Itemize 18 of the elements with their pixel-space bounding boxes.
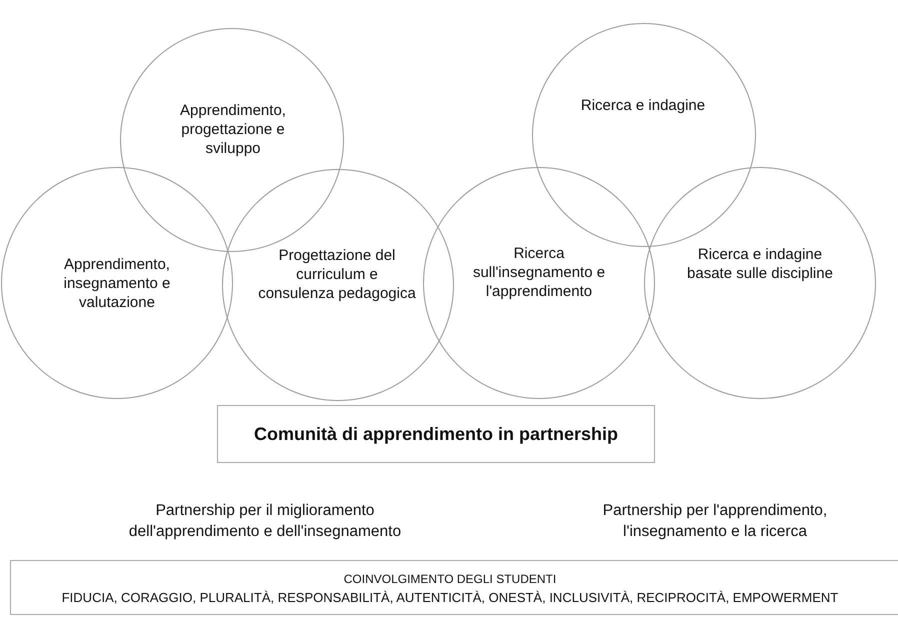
circle-label: Apprendimento, insegnamento e valutazione — [62, 255, 172, 312]
footer-heading: COINVOLGIMENTO DEGLI STUDENTI — [342, 571, 558, 588]
venn-circle — [644, 167, 876, 399]
caption-text: Partnership per il miglioramento dell'apprendimento e dell'insegnamento — [128, 501, 402, 542]
venn-circle — [1, 167, 233, 399]
venn-circle — [423, 167, 655, 399]
circle-label: Apprendimento, progettazione e sviluppo — [179, 101, 287, 158]
footer-box — [10, 560, 898, 615]
circle-label: Ricerca e indagine basate sulle discipline — [686, 245, 834, 283]
circle-label: Ricerca sull'insegnamento e l'apprendimento — [472, 244, 606, 301]
venn-circle — [222, 169, 454, 401]
values-list: FIDUCIA, CORAGGIO, PLURALITÀ, RESPONSABILITÀ, AUTENTICITÀ, ONESTÀ, INCLUSIVITÀ, RECIPROCITÀ, EMPOWERMENT — [11, 588, 889, 607]
box-title: Comunità di apprendimento in partnership — [254, 424, 618, 444]
title-box — [217, 405, 655, 463]
venn-circle — [532, 23, 756, 247]
circle-label: Progettazione del curriculum e consulenza pedagogica — [257, 246, 417, 303]
circle-label: Ricerca e indagine — [580, 96, 706, 115]
caption-text: Partnership per l'apprendimento, l'insegnamento e la ricerca — [602, 501, 828, 542]
